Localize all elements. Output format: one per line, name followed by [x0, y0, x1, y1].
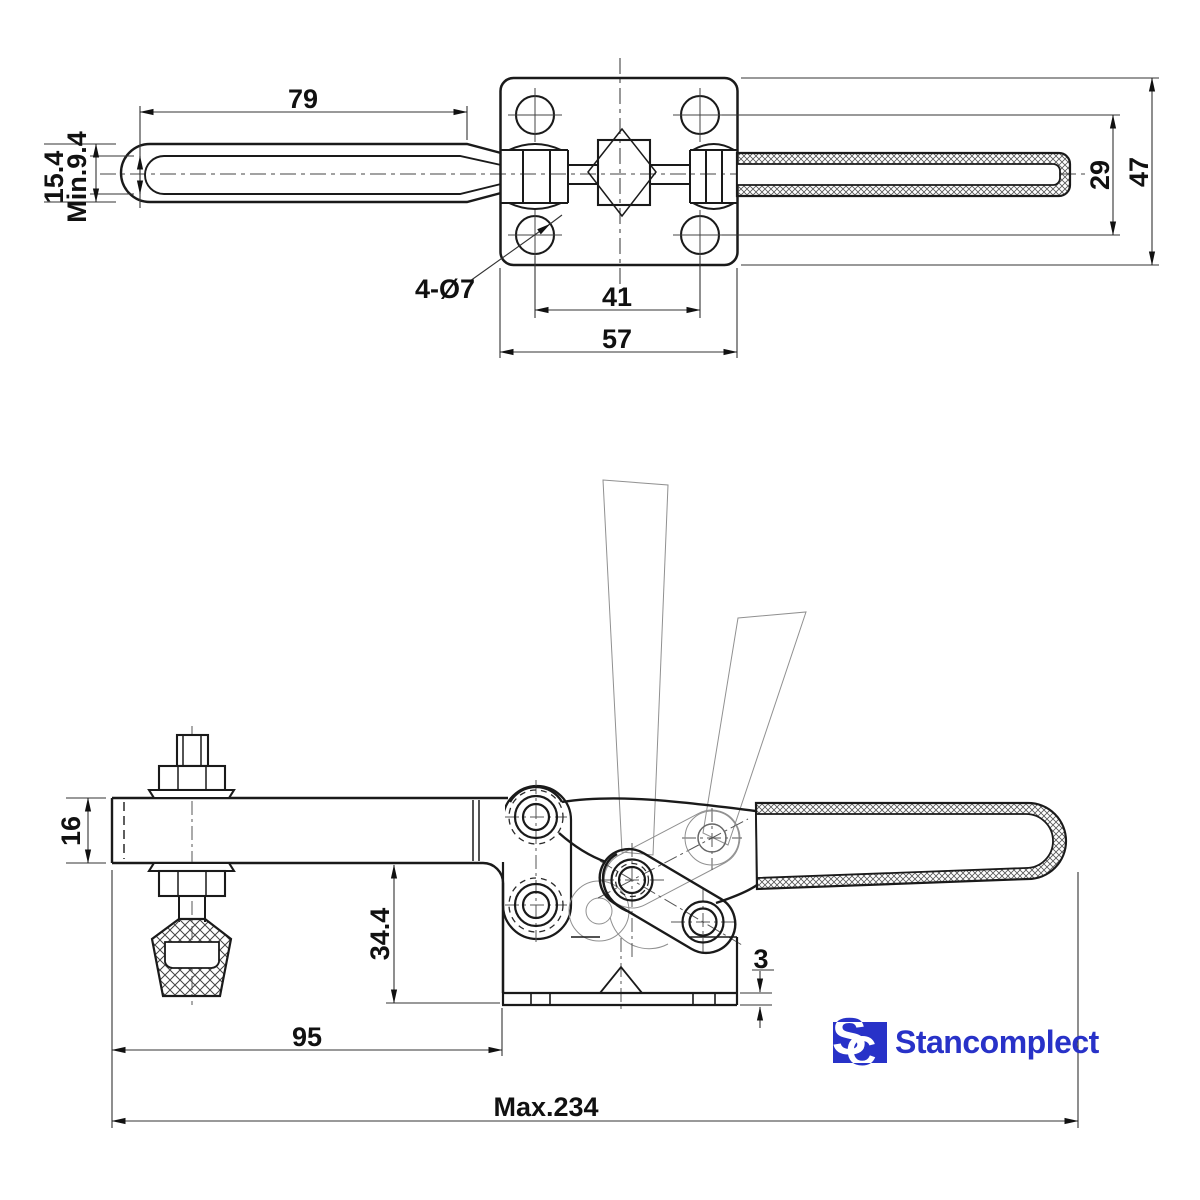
base-plate — [501, 883, 739, 1007]
pivot-holes — [513, 794, 725, 944]
dim-holes-callout: 4-Ø7 — [415, 274, 475, 304]
dim-base-width: 57 — [602, 324, 632, 354]
toggle-link — [598, 847, 737, 955]
side-view: 16 34.4 95 3 Max.234 — [56, 479, 1079, 1128]
spindle-assembly — [147, 733, 236, 998]
top-view: 79 15.4 Min.9.4 4-Ø7 41 57 29 47 — [39, 58, 1159, 358]
dim-bar-thickness: 16 — [56, 816, 86, 846]
clamp-bar — [110, 796, 508, 993]
phantom-pivot — [684, 810, 740, 866]
dim-bar-height: 15.4 — [39, 151, 69, 204]
dim-hole-row-spacing: 29 — [1085, 160, 1115, 190]
dim-drop: 34.4 — [365, 908, 395, 961]
spindle-rod — [735, 151, 1072, 198]
center-hex-nut — [587, 127, 657, 218]
logo-wordmark: Stancomplect — [895, 1024, 1100, 1060]
logo-monogram-s: S — [832, 1008, 867, 1066]
brand-logo: S C S C Stancomplect — [832, 1008, 1100, 1074]
dim-handle-length: 79 — [288, 84, 318, 114]
handle-bar — [119, 142, 502, 204]
pivot-bushings — [500, 143, 738, 210]
phantom-handle-positions — [568, 479, 807, 950]
side-view-dimensions — [66, 797, 1079, 1128]
dim-base-height: 47 — [1124, 157, 1154, 187]
logo-monogram-c: C — [846, 1027, 876, 1074]
dim-min-opening: Min.9.4 — [62, 131, 92, 223]
logo-square — [833, 1022, 887, 1063]
dim-reach: 95 — [292, 1022, 322, 1052]
handle-grip — [754, 801, 1068, 891]
dim-base-thickness: 3 — [753, 944, 768, 974]
top-view-dimensions — [44, 77, 1159, 358]
hidden-washer-circles — [508, 789, 650, 933]
dim-max-length: Max.234 — [493, 1092, 598, 1122]
dim-hole-spacing: 41 — [602, 282, 632, 312]
